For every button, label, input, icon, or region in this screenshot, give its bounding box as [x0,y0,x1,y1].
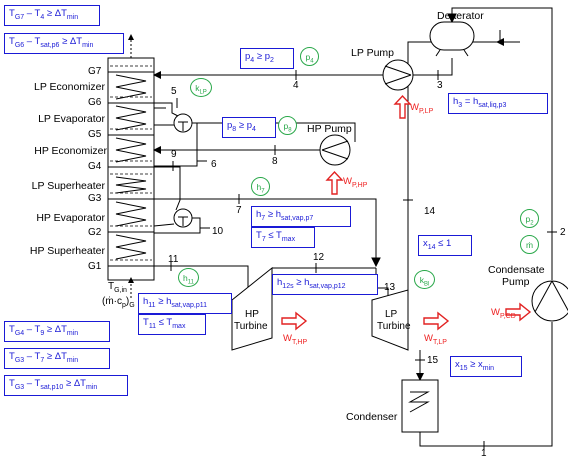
work-arrows [281,94,532,331]
constraint-h11: h11 ≥ hsat,vap,p11 [138,293,232,314]
state-13: 13 [384,282,396,293]
work-pump-cd: WP,CD [491,307,516,320]
hrsg-stack [107,38,155,298]
gas-inlet-temperature: TG,in [108,281,127,294]
constraint-tg4-t9: TG4 – T9 ≥ ΔTmin [4,321,110,342]
variable-k-bl: kBl [414,270,435,289]
hp-turbine-label-2: Turbine [234,321,268,332]
section-hp-evaporator: HP Evaporator [36,212,105,224]
constraint-tg3-tsat-p10: TG3 – Tsat,p10 ≥ ΔTmin [4,375,128,396]
constraint-p4: p4 ≥ p2 [240,48,294,69]
section-lp-economizer: LP Economizer [33,81,105,93]
state-2: 2 [560,227,566,238]
state-10: 10 [212,226,224,237]
hp-pump-symbol [319,134,351,166]
hp-turbine-label-1: HP [245,309,259,320]
variable-mass-flow: ṁ [520,235,539,254]
state-6: 6 [211,159,217,170]
gas-point-g5: G5 [88,129,102,140]
gas-point-g6: G6 [88,97,102,108]
lp-pump-label: LP Pump [351,47,394,59]
hp-turbine-symbol [231,266,273,351]
hp-pump-label: HP Pump [307,123,352,135]
state-1: 1 [481,448,487,459]
work-pump-lp: WP,LP [410,102,434,115]
constraint-t7: T7 ≤ Tmax [251,227,315,248]
variable-p4: p4 [300,47,319,66]
variable-h7: h7 [251,177,270,196]
deaerator-vessel [429,21,475,57]
constraint-tg7-t4: TG7 – T4 ≥ ΔTmin [4,5,100,26]
state-5: 5 [171,86,177,97]
gas-point-g2: G2 [88,227,102,238]
work-turbine-hp: WT,HP [283,333,308,346]
state-15: 15 [427,355,439,366]
lp-turbine-label-1: LP [385,309,398,320]
state-11: 11 [168,254,179,265]
constraint-h3: h3 = hsat,liq,p3 [448,93,548,114]
constraint-x15: x15 ≥ xmin [450,356,522,377]
state-12: 12 [313,252,325,263]
variable-p2: p2 [520,209,539,228]
piping [153,7,557,451]
constraint-h12s: h12s ≥ hsat,vap,p12 [272,274,378,295]
state-14: 14 [424,206,436,217]
condenser-symbol [401,379,439,433]
constraint-t11: T11 ≤ Tmax [138,314,206,335]
hp-drum [173,208,193,228]
variable-h11: h11 [178,268,199,287]
constraint-h7: h7 ≥ hsat,vap,p7 [251,206,351,227]
gas-inlet-capacity-rate: (ṁ·cp)G [102,296,135,309]
state-9: 9 [171,149,177,160]
constraint-x14: x14 ≤ 1 [418,235,472,256]
constraint-tg6-tsat-p6: TG6 – Tsat,p6 ≥ ΔTmin [4,33,124,54]
lp-pump-symbol [382,59,414,91]
constraint-tg3-t7: TG3 – T7 ≥ ΔTmin [4,348,110,369]
gas-point-g7: G7 [88,66,102,77]
state-3: 3 [437,80,443,91]
work-pump-hp: WP,HP [343,176,368,189]
lp-turbine-label-2: Turbine [377,321,411,332]
condenser-label: Condenser [346,411,398,423]
state-7: 7 [236,205,242,216]
constraint-p8: p8 ≥ p4 [222,117,276,138]
section-hp-superheater: HP Superheater [29,245,105,257]
section-hp-economizer: HP Economizer [34,145,107,157]
variable-p8: p8 [278,116,297,135]
section-lp-superheater: LP Superheater [31,180,105,192]
condensate-pump-symbol [531,280,568,322]
lp-turbine-symbol [371,289,409,351]
section-lp-evaporator: LP Evaporator [38,113,105,125]
gas-point-g1: G1 [88,261,102,272]
variable-k-lp: kLP [190,78,212,97]
gas-point-g3: G3 [88,193,102,204]
gas-point-g4: G4 [88,161,102,172]
deaerator-label: Deaerator [437,10,484,22]
condensate-pump-label-2: Pump [502,276,530,288]
state-4: 4 [293,80,299,91]
work-turbine-lp: WT,LP [424,333,447,346]
state-8: 8 [272,156,278,167]
lp-drum [173,113,193,133]
condensate-pump-label-1: Condensate [488,264,545,276]
